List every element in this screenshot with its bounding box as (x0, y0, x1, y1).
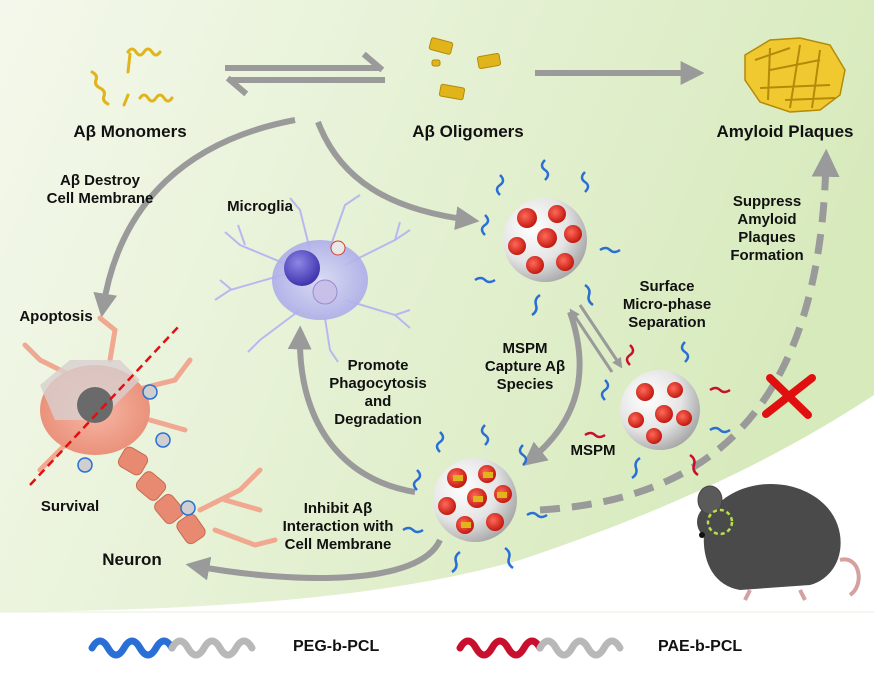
label-capture: MSPM Capture Aβ Species (484, 340, 566, 393)
label-oligomers: Aβ Oligomers (412, 122, 524, 141)
label-destroy: Aβ Destroy Cell Membrane (46, 172, 154, 207)
micelle-icon (402, 424, 548, 574)
label-monomers: Aβ Monomers (73, 122, 187, 141)
legend-pae-icon (456, 637, 624, 659)
legend-peg-icon (88, 637, 256, 659)
label-neuron: Neuron (102, 550, 162, 569)
label-plaques: Amyloid Plaques (716, 122, 854, 141)
arrow-destroy (93, 117, 296, 318)
arrow-capture (522, 311, 583, 467)
equilibrium-arrows (225, 51, 385, 97)
arrow-suppress (539, 148, 840, 514)
label-surface: Surface Micro-phase Separation (622, 278, 712, 331)
arrow-capture-top (315, 120, 480, 231)
label-microglia: Microglia (227, 198, 293, 215)
cross-icon (762, 374, 816, 419)
legend-pae-label: PAE-b-PCL (658, 638, 743, 655)
label-suppress: Suppress Amyloid Plaques Formation (730, 193, 804, 264)
label-apoptosis: Apoptosis (19, 308, 93, 325)
mouse-icon (697, 483, 861, 601)
micelle-icon (584, 341, 731, 480)
micelle-icon (474, 159, 621, 317)
label-mspm: MSPM (570, 442, 616, 459)
label-survival: Survival (40, 498, 100, 515)
survival-line (29, 324, 181, 486)
plaque-icon (744, 37, 846, 113)
arrow-phagocytosis (287, 325, 416, 495)
label-inhibit: Inhibit Aβ Interaction with Cell Membran… (282, 500, 394, 553)
oligomer-icon (428, 37, 502, 101)
arrow-inhibit (185, 538, 443, 581)
legend-peg-label: PEG-b-PCL (293, 638, 380, 655)
background-region (0, 0, 874, 612)
label-promote: Promote Phagocytosis and Degradation (329, 357, 427, 428)
monomer-icon (90, 47, 174, 107)
micelle-icon (77, 384, 196, 516)
microglia-icon (214, 194, 411, 363)
